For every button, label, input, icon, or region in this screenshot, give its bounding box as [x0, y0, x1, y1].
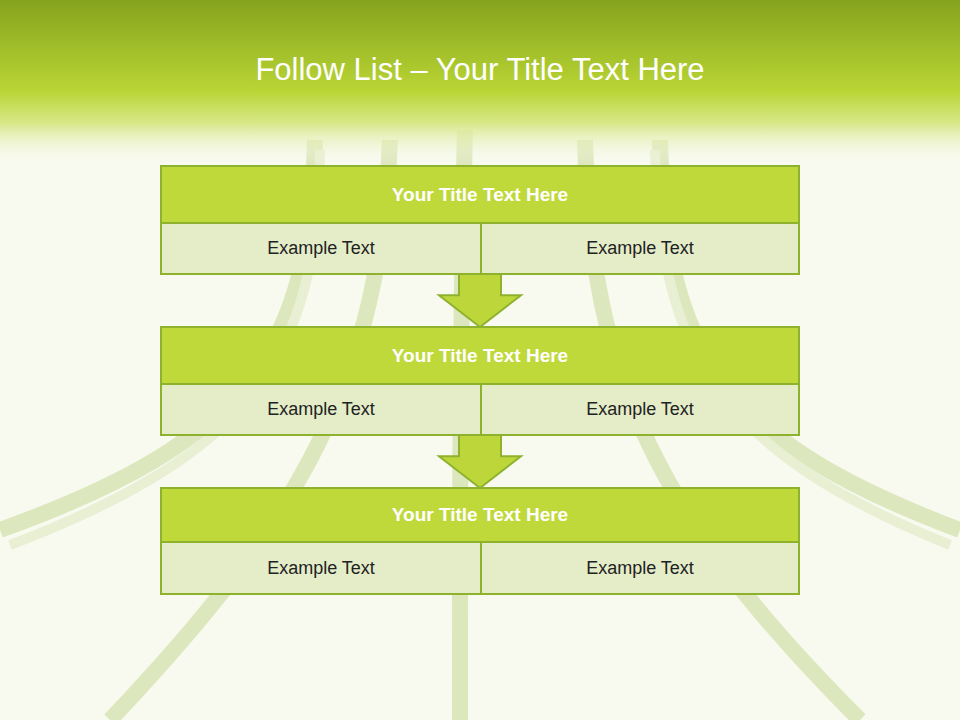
cell-text: Example Text: [586, 238, 694, 259]
example-cell: Example Text: [480, 543, 798, 593]
slide-title: Follow List – Your Title Text Here: [0, 52, 960, 88]
list-band: Your Title Text HereExample Text Example …: [160, 487, 800, 595]
list-band: Your Title Text HereExample Text Example …: [160, 165, 800, 275]
cell-text: Example Text: [267, 558, 375, 579]
band-header: Your Title Text Here: [162, 167, 798, 224]
block-arrow: [439, 435, 521, 488]
list-band: Your Title Text HereExample Text Example …: [160, 326, 800, 436]
example-cell: Example Text: [162, 224, 480, 273]
band-header: Your Title Text Here: [162, 328, 798, 385]
cell-text: Example Text: [586, 558, 694, 579]
cell-text: Example Text: [267, 399, 375, 420]
example-cell: Example Text: [480, 224, 798, 273]
header-bar: [0, 0, 960, 165]
block-arrow: [439, 274, 521, 327]
example-cell: Example Text: [162, 543, 480, 593]
band-title: Your Title Text Here: [392, 345, 568, 367]
band-header: Your Title Text Here: [162, 489, 798, 543]
cell-text: Example Text: [586, 399, 694, 420]
example-cell: Example Text: [162, 385, 480, 434]
example-cell: Example Text: [480, 385, 798, 434]
band-title: Your Title Text Here: [392, 504, 568, 526]
band-title: Your Title Text Here: [392, 184, 568, 206]
ribbon-lines: [0, 130, 960, 720]
ribbon-shade: [10, 150, 950, 545]
cell-text: Example Text: [267, 238, 375, 259]
